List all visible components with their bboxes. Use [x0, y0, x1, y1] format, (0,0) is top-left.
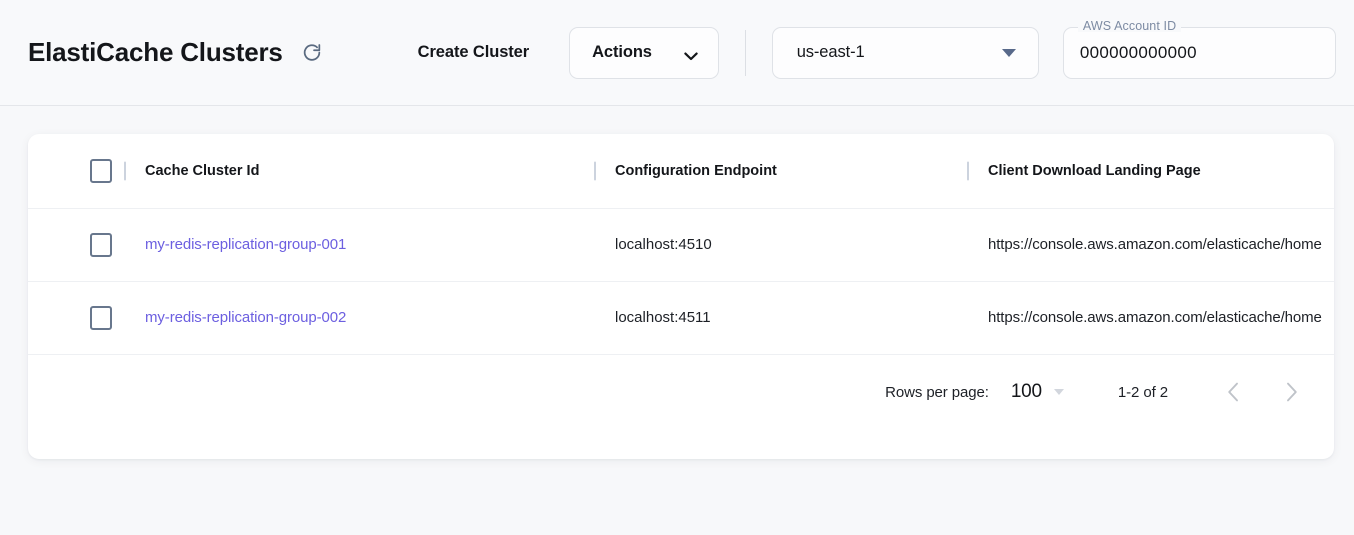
- chevron-down-icon: [683, 48, 698, 61]
- aws-account-id-value: 000000000000: [1079, 42, 1197, 62]
- rows-per-page-label: Rows per page:: [885, 383, 989, 401]
- app-header: ElastiCache Clusters Create Cluster Acti…: [0, 0, 1354, 106]
- column-separator: [594, 161, 596, 181]
- table-pagination: Rows per page: 100 1-2 of 2: [28, 355, 1334, 430]
- row-select-cell: [28, 281, 124, 355]
- actions-button-label: Actions: [592, 43, 652, 61]
- column-header-configuration-endpoint[interactable]: Configuration Endpoint: [594, 134, 967, 209]
- row-checkbox[interactable]: [90, 305, 112, 330]
- table-header-row: Cache Cluster Id Configuration Endpoint …: [28, 134, 1334, 209]
- caret-down-icon: [1053, 389, 1064, 395]
- cluster-id-link[interactable]: my-redis-replication-group-002: [145, 309, 347, 326]
- cell-configuration-endpoint: localhost:4511: [594, 281, 967, 355]
- refresh-icon: [301, 42, 323, 64]
- header-divider: [744, 29, 746, 76]
- column-header-label: Client Download Landing Page: [988, 162, 1201, 179]
- column-header-label: Cache Cluster Id: [145, 162, 260, 179]
- cell-configuration-endpoint: localhost:4510: [594, 208, 967, 282]
- rows-per-page-value: 100: [1010, 381, 1042, 402]
- content-area: Cache Cluster Id Configuration Endpoint …: [0, 106, 1354, 535]
- aws-account-id-field[interactable]: AWS Account ID 000000000000: [1062, 19, 1336, 79]
- column-header-label: Configuration Endpoint: [615, 162, 777, 179]
- actions-button[interactable]: Actions: [569, 26, 719, 79]
- table-body: my-redis-replication-group-001 localhost…: [28, 208, 1334, 355]
- caret-down-icon: [1001, 48, 1016, 57]
- select-all-checkbox[interactable]: [90, 158, 112, 183]
- table-row: my-redis-replication-group-002 localhost…: [28, 281, 1334, 355]
- cell-cache-cluster-id: my-redis-replication-group-001: [124, 208, 594, 282]
- client-download-url: https://console.aws.amazon.com/elasticac…: [988, 309, 1322, 326]
- table-head: Cache Cluster Id Configuration Endpoint …: [28, 134, 1334, 209]
- column-header-cache-cluster-id[interactable]: Cache Cluster Id: [124, 134, 594, 209]
- chevron-left-icon: [1227, 382, 1240, 402]
- page-title: ElastiCache Clusters: [28, 37, 283, 67]
- rows-per-page-select[interactable]: 100: [1011, 381, 1064, 403]
- create-cluster-button[interactable]: Create Cluster: [412, 35, 535, 70]
- select-all-header: [28, 134, 124, 209]
- pagination-range-label: 1-2 of 2: [1117, 383, 1168, 401]
- region-select-value: us-east-1: [796, 43, 865, 61]
- refresh-button[interactable]: [297, 38, 327, 68]
- row-select-cell: [28, 208, 124, 282]
- title-block: ElastiCache Clusters: [28, 37, 327, 68]
- next-page-button[interactable]: [1270, 371, 1312, 413]
- column-separator: [124, 161, 126, 181]
- previous-page-button[interactable]: [1212, 371, 1254, 413]
- client-download-url: https://console.aws.amazon.com/elasticac…: [988, 236, 1322, 253]
- chevron-right-icon: [1285, 382, 1298, 402]
- region-select[interactable]: us-east-1: [771, 26, 1039, 79]
- cell-cache-cluster-id: my-redis-replication-group-002: [124, 281, 594, 355]
- column-header-client-download-landing-page[interactable]: Client Download Landing Page: [967, 134, 1334, 209]
- table-row: my-redis-replication-group-001 localhost…: [28, 208, 1334, 282]
- aws-account-id-label: AWS Account ID: [1077, 19, 1182, 32]
- cell-client-download-landing-page: https://console.aws.amazon.com/elasticac…: [967, 281, 1334, 355]
- column-separator: [967, 161, 969, 181]
- row-checkbox[interactable]: [90, 232, 112, 257]
- cell-client-download-landing-page: https://console.aws.amazon.com/elasticac…: [967, 208, 1334, 282]
- cluster-id-link[interactable]: my-redis-replication-group-001: [145, 236, 347, 253]
- clusters-table: Cache Cluster Id Configuration Endpoint …: [28, 134, 1334, 355]
- clusters-card: Cache Cluster Id Configuration Endpoint …: [28, 134, 1334, 459]
